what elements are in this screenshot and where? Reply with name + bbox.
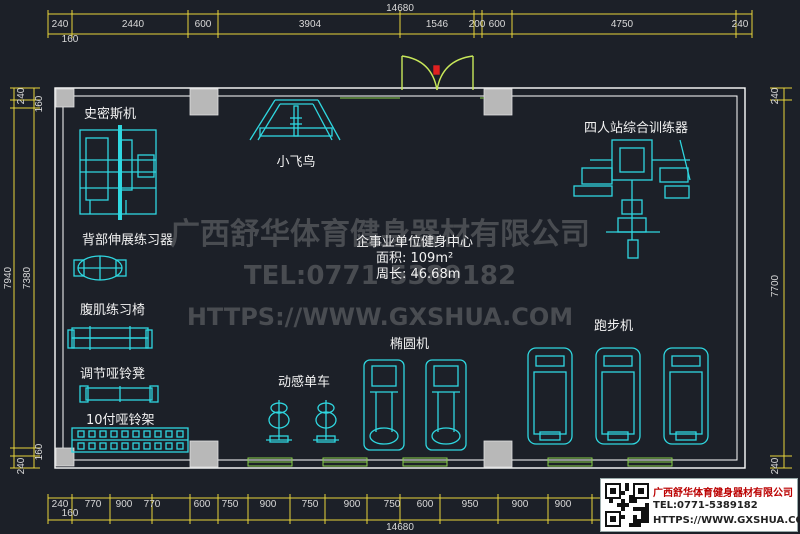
watermark-tel: TEL:0771-5389182 bbox=[244, 261, 516, 291]
dim-bottom-seg: 900 bbox=[260, 499, 277, 510]
dim-top-total: 14680 bbox=[386, 3, 414, 14]
dim-top-seg: 2440 bbox=[122, 19, 145, 30]
watermark: 广西舒华体育健身器材有限公司 TEL:0771-5389182 HTTPS://… bbox=[170, 217, 590, 331]
dim-left-outer: 7940 bbox=[3, 266, 14, 289]
label-spin-bike: 动感单车 bbox=[278, 374, 330, 390]
logo-tel: TEL:0771-5389182 bbox=[653, 500, 758, 511]
ellipticals[interactable]: 椭圆机 bbox=[363, 336, 467, 451]
dim-right-outer: 7700 bbox=[770, 274, 781, 297]
back-extension[interactable]: 背部伸展练习器 bbox=[73, 233, 173, 281]
dim-bottom-seg: 600 bbox=[194, 499, 211, 510]
dim-top-seg: 3904 bbox=[299, 19, 322, 30]
dim-top-seg: 4750 bbox=[611, 19, 634, 30]
dim-right-top-small: 240 bbox=[770, 87, 781, 104]
dim-top-seg: 600 bbox=[489, 19, 506, 30]
dim-bottom-seg: 240 bbox=[52, 499, 69, 510]
treadmill-1[interactable] bbox=[527, 347, 573, 445]
dim-top-seg: 200 bbox=[469, 19, 486, 30]
dim-bottom-seg: 900 bbox=[512, 499, 529, 510]
label-small-flyer: 小飞鸟 bbox=[276, 154, 315, 170]
dim-bottom-total: 14680 bbox=[386, 522, 414, 533]
dim-left-bottom-small: 240 bbox=[16, 457, 27, 474]
dim-bottom-seg: 950 bbox=[462, 499, 479, 510]
dim-right-bottom-small: 240 bbox=[770, 457, 781, 474]
dim-left-bottom-small2: 160 bbox=[34, 443, 45, 460]
small-flyer[interactable]: 小飞鸟 bbox=[249, 99, 341, 170]
dim-bottom-seg: 900 bbox=[344, 499, 361, 510]
label-elliptical: 椭圆机 bbox=[390, 336, 429, 352]
smith-machine[interactable]: 史密斯机 bbox=[79, 106, 157, 220]
dim-left-inner: 7380 bbox=[22, 266, 33, 289]
watermark-url: HTTPS://WWW.GXSHUA.COM bbox=[187, 303, 573, 331]
label-ab-bench: 腹肌练习椅 bbox=[80, 302, 145, 318]
elliptical-1[interactable] bbox=[363, 359, 405, 451]
top-dimensions: 14680 240 160 2440 600 3904 1546 200 600… bbox=[47, 3, 753, 45]
qr-code-icon bbox=[605, 483, 649, 527]
spin-bike-1[interactable] bbox=[266, 400, 292, 443]
logo-company: 广西舒华体育健身器材有限公司 bbox=[653, 488, 793, 499]
dim-bottom-seg: 770 bbox=[144, 499, 161, 510]
dim-bottom-seg: 750 bbox=[222, 499, 239, 510]
label-adjustable-bench: 调节哑铃凳 bbox=[80, 366, 145, 382]
dim-top-seg: 240 bbox=[52, 19, 69, 30]
dim-bottom-seg: 160 bbox=[62, 508, 79, 519]
label-four-station: 四人站综合训练器 bbox=[584, 121, 688, 136]
treadmills[interactable]: 跑步机 bbox=[527, 319, 709, 445]
label-back-extension: 背部伸展练习器 bbox=[82, 233, 173, 248]
windows bbox=[247, 97, 673, 467]
watermark-company: 广西舒华体育健身器材有限公司 bbox=[170, 217, 590, 252]
treadmill-2[interactable] bbox=[595, 347, 641, 445]
adjustable-bench[interactable]: 调节哑铃凳 bbox=[79, 366, 159, 403]
label-dumbbell-rack: 10付哑铃架 bbox=[86, 413, 155, 428]
logo-web: HTTPS://WWW.GXSHUA.COM bbox=[653, 515, 800, 526]
spin-bike-2[interactable] bbox=[313, 400, 339, 443]
entrance-door bbox=[401, 55, 474, 91]
spin-bikes[interactable]: 动感单车 bbox=[266, 374, 339, 443]
label-treadmill: 跑步机 bbox=[594, 319, 633, 334]
left-dimensions: 7940 7380 240 160 240 160 bbox=[3, 87, 45, 474]
four-station-trainer[interactable]: 四人站综合训练器 bbox=[573, 121, 691, 259]
dim-top-seg: 240 bbox=[732, 19, 749, 30]
dim-bottom-seg: 900 bbox=[116, 499, 133, 510]
dim-top-seg: 1546 bbox=[426, 19, 449, 30]
label-smith-machine: 史密斯机 bbox=[84, 106, 136, 122]
pillars bbox=[55, 88, 513, 468]
treadmill-3[interactable] bbox=[663, 347, 709, 445]
center-area: 面积: 109m² bbox=[376, 251, 453, 266]
elliptical-2[interactable] bbox=[425, 359, 467, 451]
dim-top-seg: 160 bbox=[62, 34, 79, 45]
center-title: 企事业单位健身中心 bbox=[356, 234, 473, 250]
dim-bottom-seg: 600 bbox=[417, 499, 434, 510]
ab-bench[interactable]: 腹肌练习椅 bbox=[67, 302, 153, 350]
dim-left-top-small2: 160 bbox=[34, 95, 45, 112]
center-info: 企事业单位健身中心 面积: 109m² 周长: 46.68m bbox=[356, 234, 473, 282]
dim-top-seg: 600 bbox=[195, 19, 212, 30]
dim-bottom-seg: 750 bbox=[384, 499, 401, 510]
dim-bottom-seg: 770 bbox=[85, 499, 102, 510]
dim-bottom-seg: 750 bbox=[302, 499, 319, 510]
center-perimeter: 周长: 46.68m bbox=[376, 267, 460, 282]
company-logo-box: 广西舒华体育健身器材有限公司 TEL:0771-5389182 HTTPS://… bbox=[600, 478, 800, 532]
room-walls bbox=[54, 87, 746, 469]
dumbbell-rack[interactable]: 10付哑铃架 bbox=[71, 413, 189, 453]
dim-left-top-small: 240 bbox=[16, 87, 27, 104]
right-dimensions: 7700 240 240 bbox=[770, 87, 792, 474]
dim-bottom-seg: 900 bbox=[555, 499, 572, 510]
